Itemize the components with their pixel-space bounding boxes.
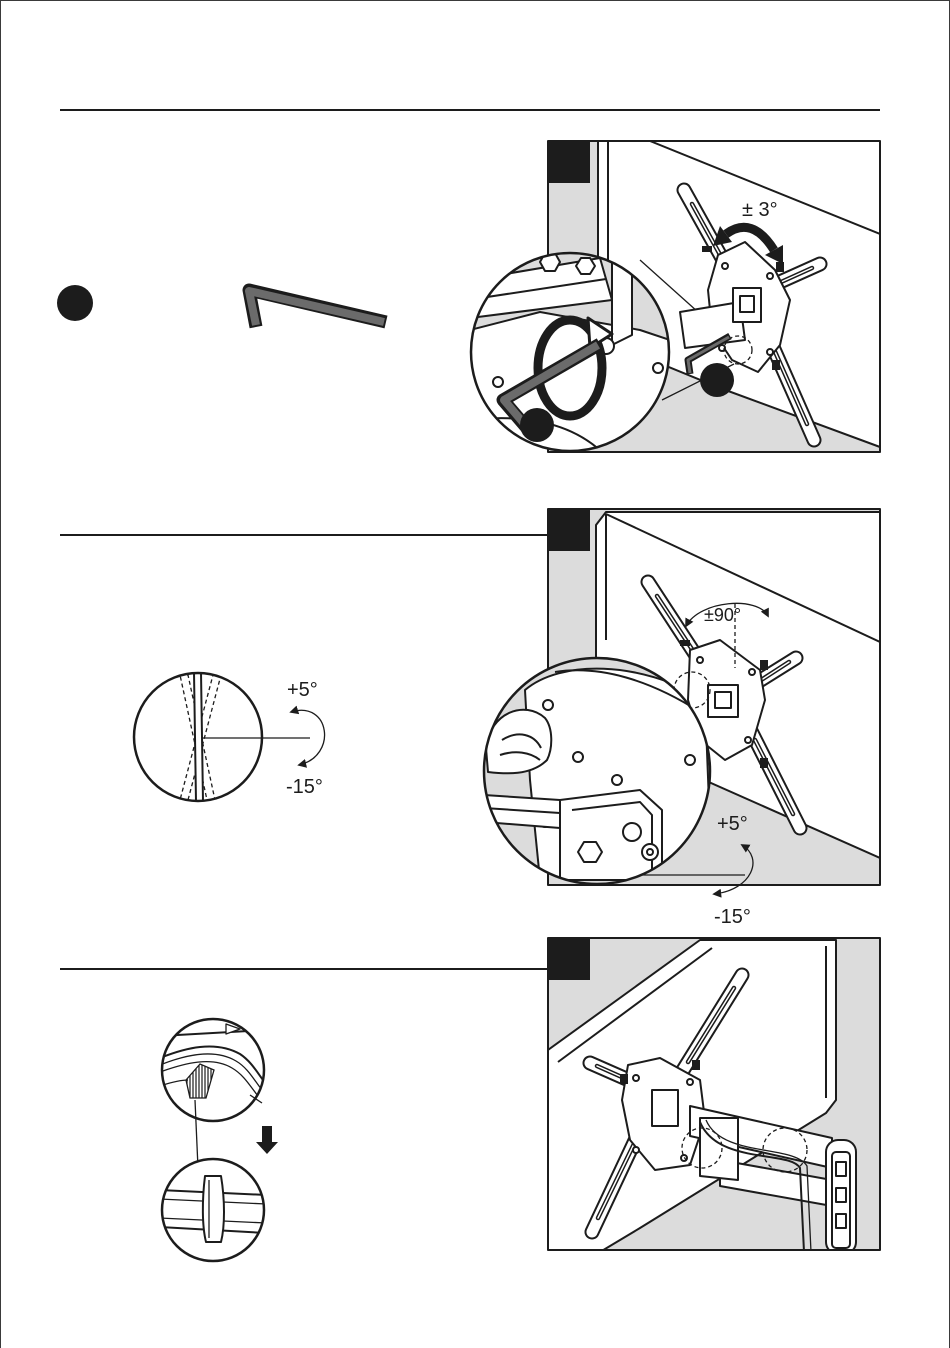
down-arrow-icon: [256, 1126, 278, 1154]
magnifier-detail: [484, 658, 712, 884]
cable-clip: [203, 1176, 224, 1242]
cable-clip-detail: [160, 1159, 266, 1261]
tilt-up-label: +5°: [717, 813, 748, 835]
tilt-down-label: -15°: [714, 906, 751, 928]
cable-clip-detail: [160, 1019, 266, 1121]
tv-profile: [194, 672, 203, 802]
tilt-up-label: +5°: [287, 679, 318, 701]
figure-1: ± 3°: [470, 141, 880, 455]
tilt-range-label: ± 3°: [742, 199, 778, 221]
step-marker-dot: [520, 408, 554, 442]
figure-2: ±90°: [484, 509, 880, 928]
wall-plate: [826, 1140, 856, 1254]
step-marker-dot: [700, 363, 734, 397]
step-marker-dot: [57, 285, 93, 321]
cable-clip-diagram: [160, 1019, 278, 1261]
tilt-down-label: -15°: [286, 776, 323, 798]
step-tab: [548, 509, 590, 551]
tilt-head: [652, 1090, 678, 1126]
tilt-diagram: +5° -15°: [134, 672, 325, 802]
tilt-bracket: [560, 790, 662, 880]
swivel-label: ±90°: [704, 605, 741, 625]
hex-key-icon: [249, 290, 386, 327]
step-tab: [548, 141, 590, 183]
figure-3: [548, 938, 880, 1254]
step-tab: [548, 938, 590, 980]
